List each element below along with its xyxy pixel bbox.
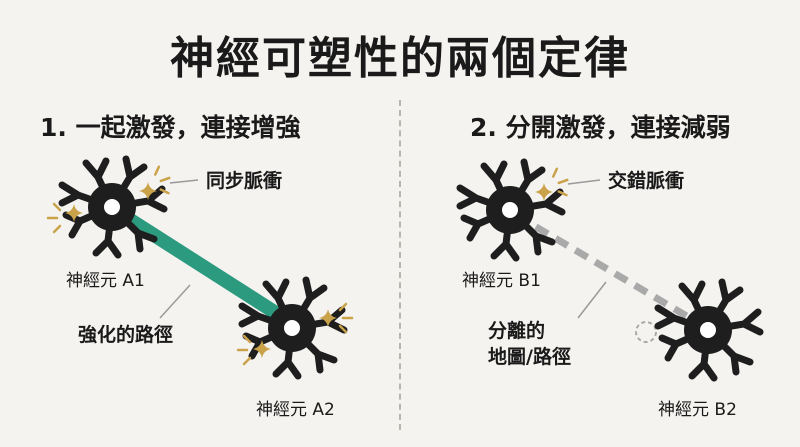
- staggered-pulse-label: 交錯脈衝: [608, 170, 685, 192]
- pulse-pointer-right: [567, 179, 601, 185]
- neuron-a1-label: 神經元 A1: [66, 271, 145, 291]
- strengthened-path-pointer: [159, 284, 191, 319]
- sync-pulse-label: 同步脈衝: [206, 170, 283, 192]
- strengthened-path-line: [111, 205, 297, 329]
- faded-node-circle: [635, 321, 657, 343]
- separated-path-label-line2: 地圖/路徑: [488, 346, 571, 368]
- neuron-b1-label: 神經元 B1: [462, 271, 541, 291]
- separated-path-pointer: [577, 281, 607, 319]
- pulse-pointer-left: [169, 179, 199, 184]
- weakened-path-line: [514, 211, 692, 322]
- strengthened-path-label: 強化的路徑: [78, 324, 174, 346]
- right-heading: 2. 分開激發，連接減弱: [470, 113, 731, 142]
- spark-a1-rays-2: [46, 202, 62, 234]
- separated-path-label: 分離的 地圖/路徑: [488, 318, 571, 370]
- neuron-b2-label: 神經元 B2: [658, 400, 737, 420]
- section-divider: [399, 100, 401, 430]
- page-title: 神經可塑性的兩個定律: [170, 33, 630, 84]
- left-heading: 1. 一起激發，連接增強: [40, 113, 301, 142]
- separated-path-label-line1: 分離的: [488, 320, 546, 342]
- spark-a2-rays-2: [236, 334, 252, 366]
- neuron-a2-label: 神經元 A2: [256, 400, 335, 420]
- neuron-b1: [460, 162, 562, 258]
- neuron-b2: [658, 282, 760, 378]
- neuron-a1: [62, 159, 164, 255]
